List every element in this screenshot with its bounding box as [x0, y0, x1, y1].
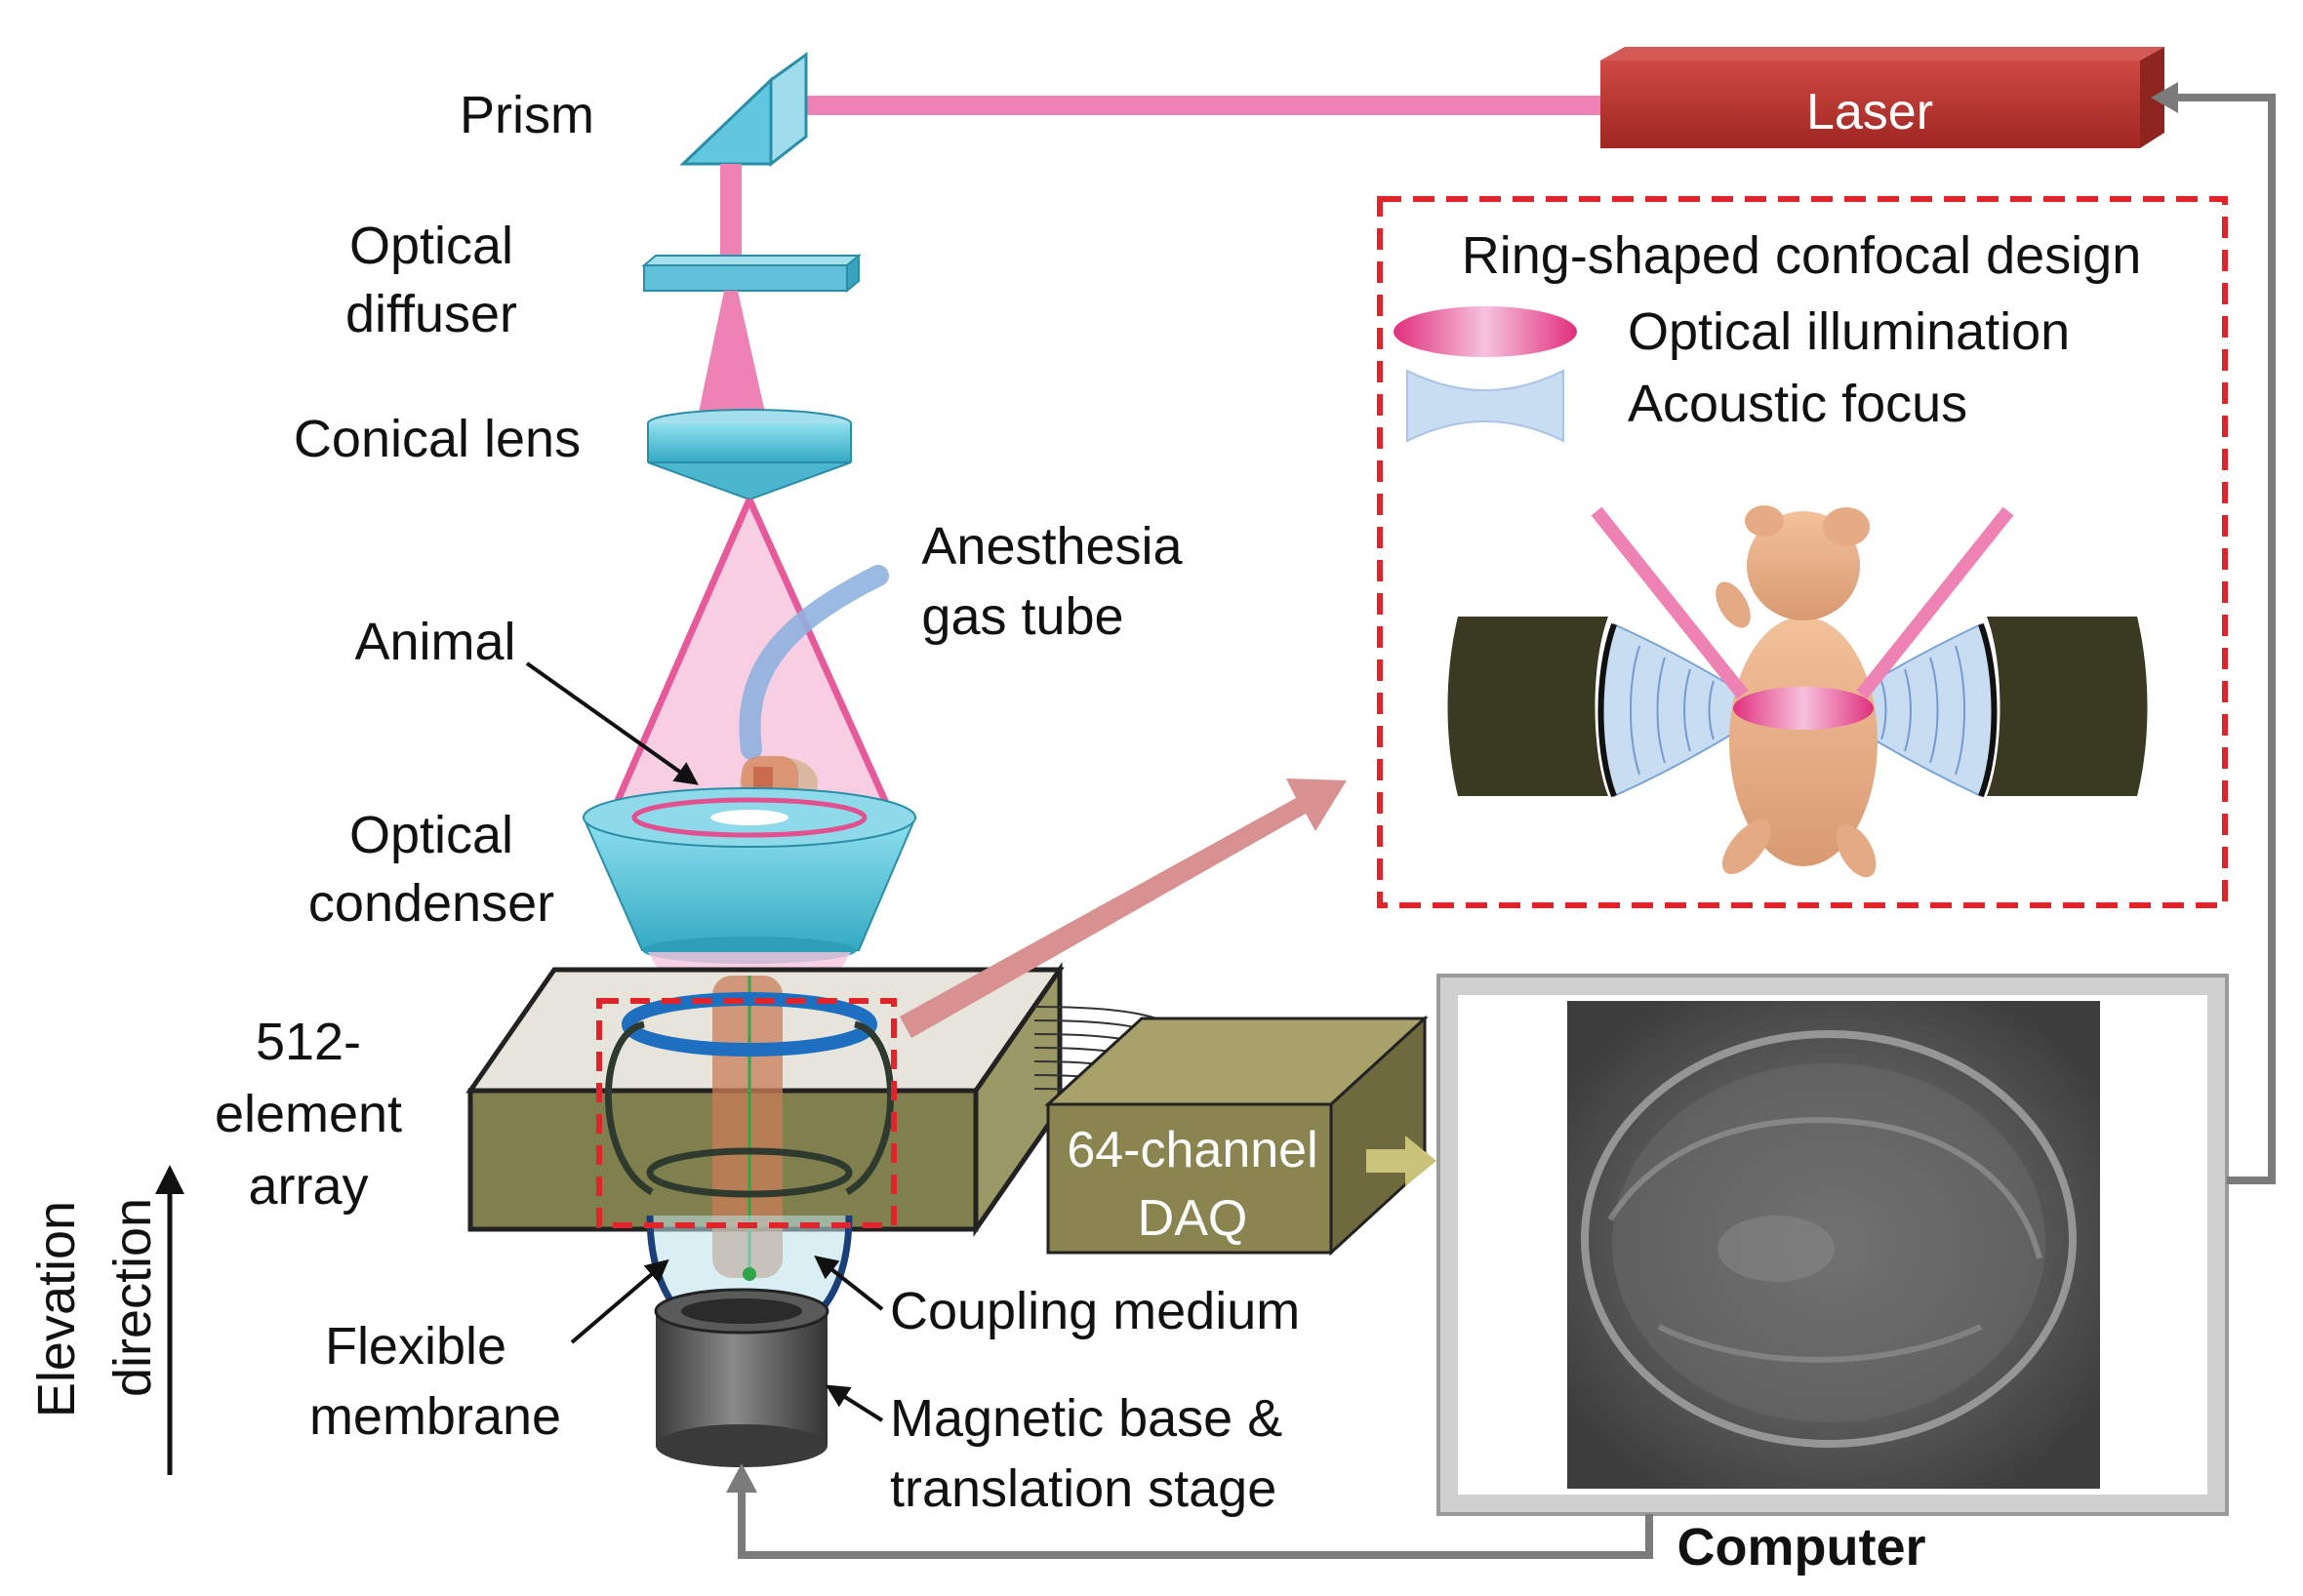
computer-monitor: [1436, 974, 2229, 1516]
prism-label: Prism: [460, 86, 594, 144]
beam-cone-upper: [697, 291, 767, 421]
ring-array-top: [622, 992, 877, 1057]
acoustic-legend-icon: [1406, 369, 1564, 443]
optical-diffuser-label-line1: Optical: [349, 217, 513, 275]
magnetic-base-pointer: [825, 1384, 884, 1422]
elevation-label-line1: Elevation: [27, 1201, 86, 1417]
prism-icon: [679, 52, 808, 168]
elevation-label-line2: direction: [103, 1198, 162, 1397]
daq-label-line2: DAQ: [1138, 1190, 1248, 1247]
array-label-line3: array: [248, 1157, 368, 1216]
daq-to-computer-arrow: [1366, 1136, 1436, 1186]
magnetic-base-label-line1: Magnetic base &: [890, 1389, 1282, 1448]
ring-array-bottom: [646, 1147, 853, 1198]
anesthesia-gas-tube: [739, 565, 889, 760]
computer-to-laser-feedback: [2166, 94, 2276, 1184]
computer-to-stage-feedback: [738, 1487, 1653, 1559]
inset-illumination-ring: [1733, 687, 1874, 730]
optical-condenser-icon: [582, 787, 917, 964]
coupling-medium-label: Coupling medium: [890, 1282, 1300, 1340]
magnetic-base-icon: [654, 1288, 829, 1467]
magnetic-base-label-line2: translation stage: [890, 1459, 1276, 1518]
inset-beam-right: [1856, 506, 2014, 699]
inset-wavefronts: [1630, 645, 1965, 776]
legend-acoustic-label: Acoustic focus: [1628, 375, 1967, 433]
animal-pointer: [525, 661, 699, 785]
coupling-pointer: [814, 1256, 884, 1311]
zoom-arrow: [900, 778, 1347, 1038]
membrane-pointer: [570, 1258, 669, 1344]
zoom-region-box: [596, 998, 897, 1228]
computer-label: Computer: [1677, 1518, 1926, 1576]
inset-transducer-left: [1447, 617, 1608, 796]
anesthesia-label-line1: Anesthesia: [921, 517, 1183, 576]
animal-label: Animal: [354, 613, 515, 671]
optical-diffuser-icon: [641, 253, 862, 294]
inset-beam-left: [1591, 506, 1749, 699]
laser-beam-horizontal: [790, 96, 1610, 115]
daq-box: [1044, 1015, 1429, 1257]
flexible-membrane-label-line1: Flexible: [325, 1317, 506, 1376]
inset-animal-icon: [1716, 505, 1878, 878]
illumination-legend-icon: [1394, 306, 1577, 357]
legend-illumination-label: Optical illumination: [1628, 302, 2070, 361]
laser-box: [1600, 47, 2164, 148]
array-label-line1: 512-: [256, 1013, 361, 1071]
inset-transducer-right: [1987, 617, 2148, 796]
optical-diffuser-label-line2: diffuser: [345, 285, 517, 343]
anesthesia-label-line2: gas tube: [921, 587, 1123, 646]
optical-condenser-label-line1: Optical: [349, 806, 513, 864]
laser-beam-vertical: [720, 164, 742, 261]
ring-array-outline: [605, 1020, 654, 1196]
conical-lens-icon: [647, 409, 852, 501]
illumination-cone: [613, 499, 890, 812]
optical-condenser-label-line2: condenser: [308, 874, 554, 933]
daq-label-line1: 64-channel: [1067, 1122, 1317, 1178]
array-label-line2: element: [215, 1085, 402, 1143]
flexible-membrane-label-line2: membrane: [309, 1387, 561, 1446]
laser-label: Laser: [1806, 84, 1933, 140]
inset-title: Ring-shaped confocal design: [1462, 226, 2141, 285]
conical-lens-label: Conical lens: [294, 410, 581, 468]
